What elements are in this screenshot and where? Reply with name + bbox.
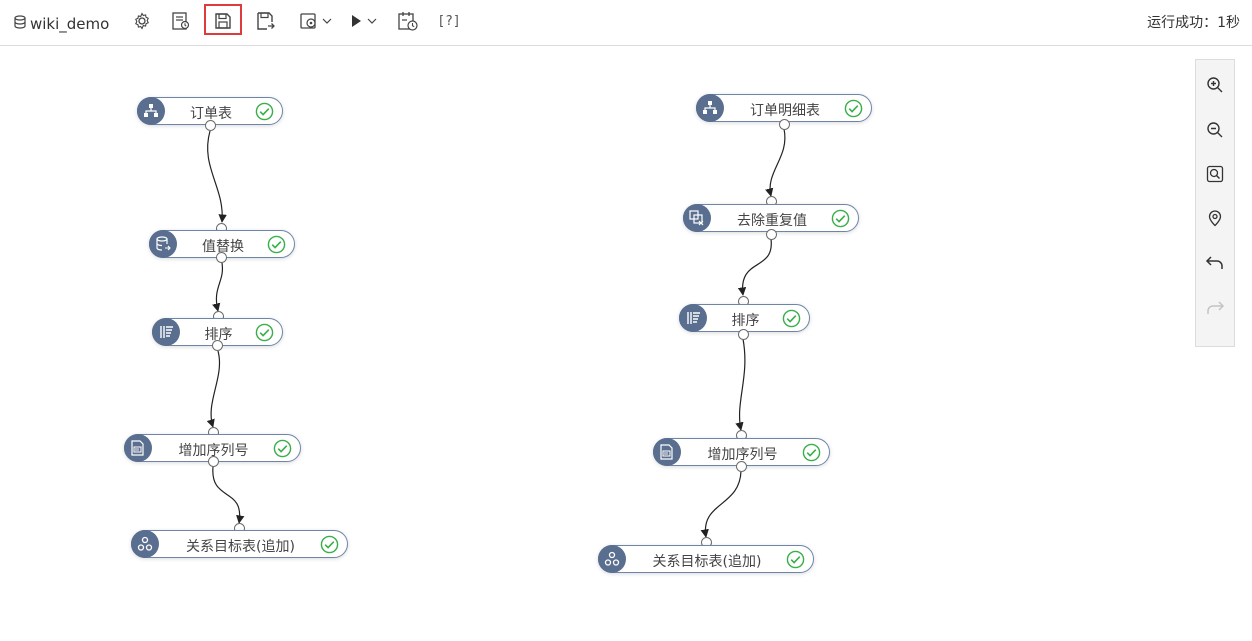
output-port[interactable] [736, 461, 747, 472]
node-label: 值替换 [202, 239, 244, 255]
edge [737, 238, 772, 296]
run-config-dropdown-icon[interactable] [298, 9, 334, 33]
edge [700, 470, 742, 538]
output-port[interactable] [205, 120, 216, 131]
table-icon [696, 94, 724, 122]
node-label: 排序 [204, 327, 233, 343]
node-label: 排序 [731, 313, 760, 329]
help-icon[interactable]: [?] [436, 9, 462, 33]
sort-icon [679, 304, 707, 332]
node-remove-duplicates[interactable]: 去除重复值 [683, 204, 859, 232]
locate-pin-icon[interactable] [1204, 207, 1226, 229]
table-icon [137, 97, 165, 125]
target-icon [131, 530, 159, 558]
success-check-icon [802, 443, 821, 466]
canvas-tools-panel [1195, 59, 1235, 347]
edge [765, 128, 786, 197]
fit-view-icon[interactable] [1204, 163, 1226, 185]
run-status-text: 运行成功：1秒 [1147, 15, 1240, 31]
save-highlight-box [204, 4, 242, 35]
run-play-dropdown-icon[interactable] [348, 9, 380, 33]
flow-canvas[interactable]: 订单表 值替换 排序 增加序列号 关系目标表(追加) [0, 47, 1252, 641]
flow-edges [206, 128, 786, 538]
node-order-table[interactable]: 订单表 [137, 97, 283, 125]
edge [735, 338, 746, 431]
success-check-icon [320, 535, 339, 558]
success-check-icon [255, 323, 274, 346]
node-label: 关系目标表(追加) [186, 539, 295, 555]
node-label: 关系目标表(追加) [652, 554, 762, 570]
settings-gear-icon[interactable] [132, 9, 152, 33]
redo-icon[interactable] [1204, 297, 1226, 319]
success-check-icon [255, 102, 274, 125]
help-label: [?] [437, 13, 461, 29]
node-relational-target[interactable]: 关系目标表(追加) [131, 530, 348, 558]
node-label: 增加序列号 [707, 447, 778, 463]
node-sort[interactable]: 排序 [679, 304, 810, 332]
success-check-icon [273, 439, 292, 462]
success-check-icon [831, 209, 850, 232]
dedupe-icon [683, 204, 711, 232]
success-check-icon [786, 550, 805, 573]
zoom-out-icon[interactable] [1204, 119, 1226, 141]
project-icon [14, 14, 26, 33]
success-check-icon [782, 309, 801, 332]
node-label: 去除重复值 [737, 213, 807, 229]
zoom-in-icon[interactable] [1204, 74, 1226, 96]
edge [212, 262, 224, 312]
node-label: 订单表 [190, 106, 232, 122]
output-port[interactable] [212, 340, 223, 351]
sort-icon [152, 318, 180, 346]
schedule-icon[interactable] [396, 9, 420, 33]
output-port[interactable] [216, 252, 227, 263]
project-name: wiki_demo [30, 14, 110, 33]
node-label: 订单明细表 [750, 103, 820, 119]
save-as-icon[interactable] [255, 9, 277, 33]
target-icon [598, 545, 626, 573]
edge [212, 466, 245, 524]
node-relational-target[interactable]: 关系目标表(追加) [598, 545, 814, 573]
output-port[interactable] [208, 456, 219, 467]
undo-icon[interactable] [1204, 252, 1226, 274]
toolbar: wiki_demo [?] 运行成功：1秒 [0, 0, 1252, 46]
sequence-icon [653, 438, 681, 466]
output-port[interactable] [779, 119, 790, 130]
output-port[interactable] [766, 229, 777, 240]
edge [206, 350, 220, 428]
node-order-detail-table[interactable]: 订单明细表 [696, 94, 872, 122]
success-check-icon [844, 99, 863, 122]
node-label: 增加序列号 [178, 443, 249, 459]
replace-icon [149, 230, 177, 258]
save-icon[interactable] [213, 9, 233, 33]
sequence-icon [124, 434, 152, 462]
edge [207, 130, 227, 223]
node-sort[interactable]: 排序 [152, 318, 283, 346]
output-port[interactable] [738, 329, 749, 340]
properties-icon[interactable] [170, 9, 192, 33]
project-title: wiki_demo [14, 14, 109, 33]
success-check-icon [267, 235, 286, 258]
